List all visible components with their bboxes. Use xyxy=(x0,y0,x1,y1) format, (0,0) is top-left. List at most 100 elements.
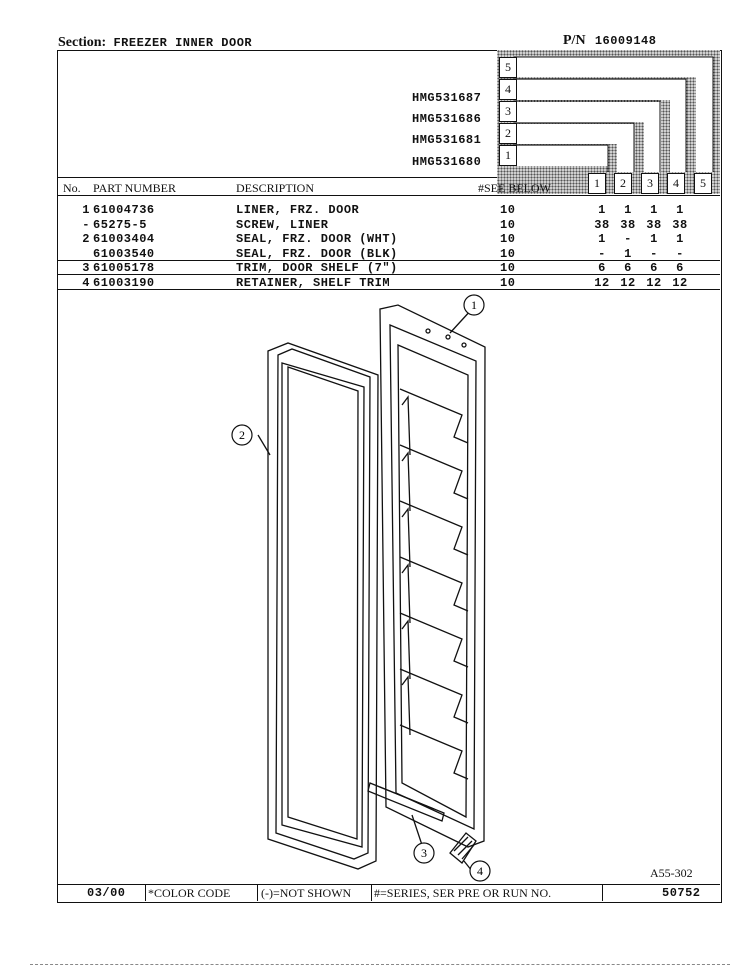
row-part-number: 65275-5 xyxy=(93,217,147,232)
model-row-num-2: 2 xyxy=(499,123,517,144)
section-label: Section: xyxy=(58,35,107,50)
row-no: 3 xyxy=(82,261,90,275)
shelf-trim-retainer xyxy=(449,832,477,864)
row-qty-model-2: 6 xyxy=(624,261,632,275)
row-qty-model-4: 1 xyxy=(676,203,684,217)
matrix-white-1 xyxy=(514,57,713,77)
row-rule xyxy=(57,259,720,261)
model-row-num-5: 5 xyxy=(499,57,517,78)
model-name-1: HMG531680 xyxy=(412,155,482,169)
row-qty-model-4: 1 xyxy=(676,232,684,246)
matrix-col-white-3 xyxy=(644,121,661,172)
door-liner xyxy=(379,304,486,848)
callout-3-label: 3 xyxy=(421,846,427,860)
row-rule xyxy=(57,288,720,290)
callout-3: 3 xyxy=(413,842,435,864)
callout-4: 4 xyxy=(469,860,491,882)
footer-series: #=SERIES, SER PRE OR RUN NO. xyxy=(374,886,552,900)
row-qty-model-3: - xyxy=(650,246,658,261)
part-number-header: P/N 16009148 xyxy=(563,32,656,49)
row-qty-model-2: 12 xyxy=(620,275,636,290)
matrix-col-white-5 xyxy=(696,76,713,172)
matrix-col-white-4 xyxy=(670,99,686,172)
row-qty-model-4: 12 xyxy=(672,275,688,290)
row-no: 2 xyxy=(82,232,90,246)
matrix-white-4 xyxy=(514,124,634,144)
row-description: SCREW, LINER xyxy=(236,217,329,232)
col-see-below: #SEE BELOW xyxy=(478,181,551,195)
row-description: SEAL, FRZ. DOOR (WHT) xyxy=(236,232,398,246)
row-see-below: 10 xyxy=(500,246,516,261)
matrix-white-2 xyxy=(514,80,686,100)
column-header-line-top xyxy=(57,177,497,178)
footer-code: 50752 xyxy=(662,886,701,900)
row-part-number: 61003190 xyxy=(93,275,155,290)
row-qty-model-1: 1 xyxy=(598,203,606,217)
row-qty-model-1: 1 xyxy=(598,232,606,246)
section-header: Section: FREEZER INNER DOOR xyxy=(58,34,252,51)
callout-1: 1 xyxy=(463,294,485,316)
col-model-3: 3 xyxy=(641,173,659,194)
model-row-num-4: 4 xyxy=(499,79,517,100)
row-qty-model-3: 38 xyxy=(646,217,662,232)
col-part-number: PART NUMBER xyxy=(93,181,176,195)
row-rule xyxy=(57,274,720,275)
door-seal-gasket xyxy=(267,342,379,870)
row-qty-model-2: 1 xyxy=(624,246,632,261)
row-qty-model-1: 38 xyxy=(594,217,610,232)
footer-date: 03/00 xyxy=(87,886,126,900)
row-qty-model-4: - xyxy=(676,246,684,261)
leader-2 xyxy=(257,434,271,456)
row-description: LINER, FRZ. DOOR xyxy=(236,203,360,217)
scan-edge-line xyxy=(30,964,730,965)
matrix-col-white-2 xyxy=(617,143,634,172)
row-qty-model-2: - xyxy=(624,232,632,246)
row-part-number: 61004736 xyxy=(93,203,155,217)
row-no: 1 xyxy=(82,203,90,217)
col-description: DESCRIPTION xyxy=(236,181,315,195)
row-see-below: 10 xyxy=(500,232,516,246)
row-qty-model-4: 38 xyxy=(672,217,688,232)
col-no: No. xyxy=(63,181,81,195)
col-model-5: 5 xyxy=(694,173,712,194)
callout-2-label: 2 xyxy=(239,428,245,442)
exploded-drawing: 1 2 3 4 xyxy=(231,294,491,882)
row-qty-model-1: 12 xyxy=(594,275,610,290)
footer-sep-3 xyxy=(371,885,372,901)
row-no: 4 xyxy=(82,275,90,290)
row-see-below: 10 xyxy=(500,261,516,275)
page-frame xyxy=(57,50,722,903)
row-qty-model-3: 12 xyxy=(646,275,662,290)
row-qty-model-2: 1 xyxy=(624,203,632,217)
drawing-ref: A55-302 xyxy=(650,866,693,880)
footer-sep-4 xyxy=(602,885,603,901)
row-qty-model-4: 6 xyxy=(676,261,684,275)
model-name-4: HMG531687 xyxy=(412,91,482,105)
footer-not-shown: (-)=NOT SHOWN xyxy=(261,886,352,900)
row-part-number: 61003540 xyxy=(93,246,155,261)
row-part-number: 61005178 xyxy=(93,261,155,275)
model-name-3: HMG531686 xyxy=(412,112,482,126)
row-qty-model-1: 6 xyxy=(598,261,606,275)
pn-value: 16009148 xyxy=(594,34,657,48)
footer-bar: 03/00 *COLOR CODE (-)=NOT SHOWN #=SERIES… xyxy=(57,884,720,901)
matrix-white-5 xyxy=(514,146,608,166)
pn-label: P/N xyxy=(563,33,586,48)
row-no: - xyxy=(82,217,90,232)
row-see-below: 10 xyxy=(500,217,516,232)
row-description: RETAINER, SHELF TRIM xyxy=(236,275,391,290)
callout-4-label: 4 xyxy=(477,864,483,878)
model-row-num-1: 1 xyxy=(499,145,517,166)
row-qty-model-1: - xyxy=(598,246,606,261)
footer-color-code: *COLOR CODE xyxy=(148,886,231,900)
col-model-1: 1 xyxy=(588,173,606,194)
leader-3 xyxy=(411,814,423,846)
section-name: FREEZER INNER DOOR xyxy=(113,36,253,50)
callout-1-label: 1 xyxy=(471,298,477,312)
row-qty-model-3: 6 xyxy=(650,261,658,275)
header-bottom-line xyxy=(57,195,720,196)
row-part-number: 61003404 xyxy=(93,232,155,246)
door-shelf-trim xyxy=(367,782,445,822)
row-qty-model-3: 1 xyxy=(650,203,658,217)
footer-sep-1 xyxy=(145,885,146,901)
